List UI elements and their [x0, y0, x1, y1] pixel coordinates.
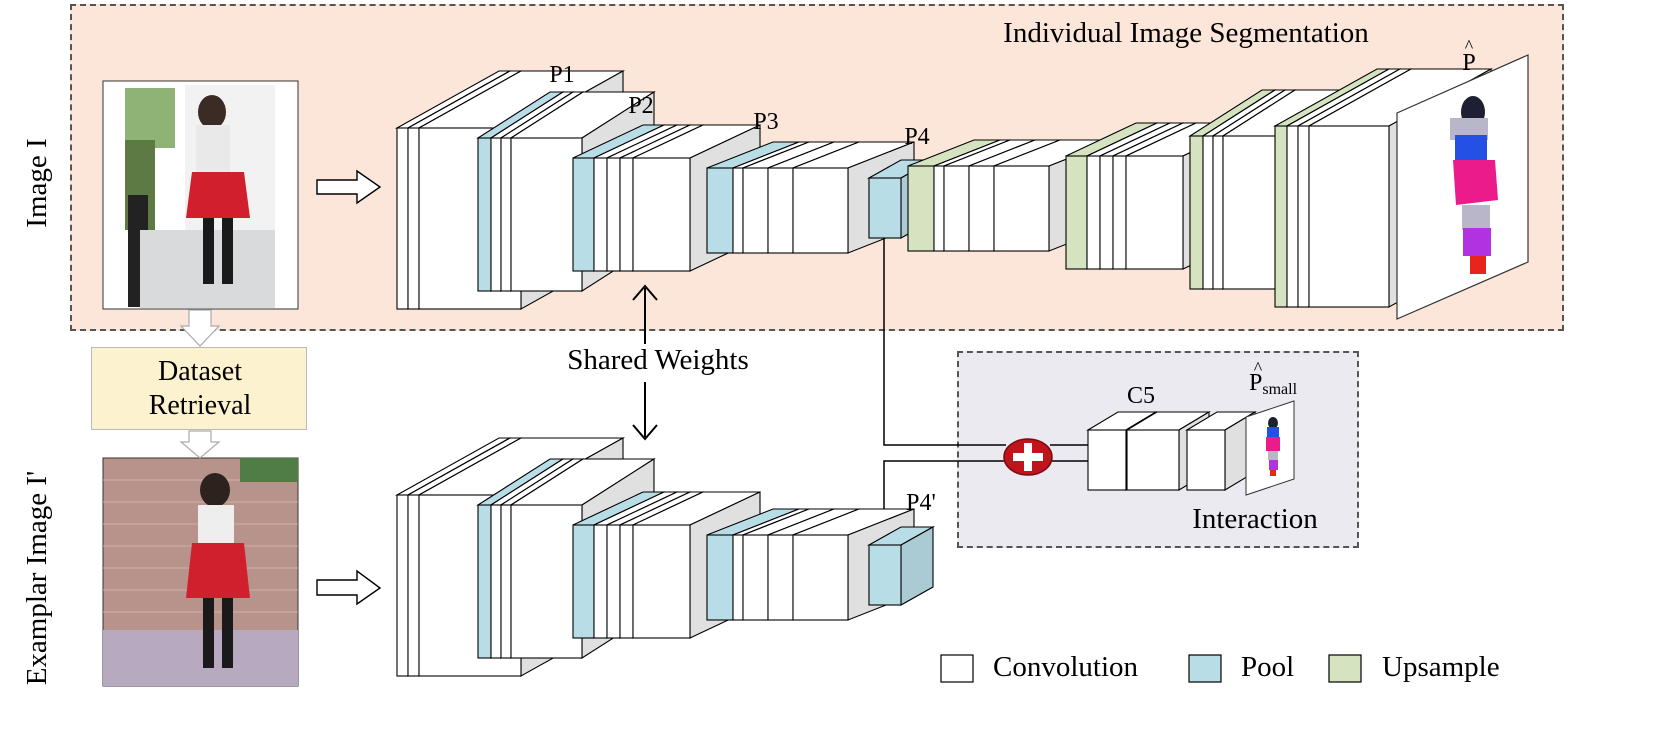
stage-label-p1: P1	[549, 62, 574, 88]
hat-accent: ^	[1254, 358, 1263, 378]
p-hat-label: P	[1462, 50, 1475, 76]
input-image-photo	[102, 80, 299, 310]
legend-swatch-convolution	[940, 654, 974, 683]
legend: Convolution Pool Upsample	[940, 651, 1500, 683]
shared-weights-down-arrow-icon	[632, 382, 658, 441]
stage-label-p2: P2	[628, 93, 653, 119]
p-small-subscript: small	[1262, 381, 1297, 398]
stage-label-c5: C5	[1127, 383, 1155, 409]
plus-circle-icon	[1003, 438, 1053, 476]
legend-swatch-pool	[1188, 654, 1222, 683]
hollow-right-arrow-icon	[316, 169, 382, 205]
panel-title: Individual Image Segmentation	[1003, 17, 1369, 49]
row-label-image: Image I	[21, 138, 53, 227]
legend-label-convolution: Convolution	[993, 651, 1139, 683]
legend-label-upsample: Upsample	[1382, 651, 1500, 683]
shared-weights-up-arrow-icon	[632, 284, 658, 344]
segmentation-output-map	[1396, 54, 1529, 320]
hat-accent: ^	[1465, 36, 1474, 56]
stage-label-p4: P4	[904, 124, 929, 150]
hollow-down-arrow-icon	[179, 430, 221, 459]
legend-swatch-upsample	[1328, 654, 1362, 683]
retrieval-line-2: Retrieval	[148, 390, 252, 421]
p-small-base: P	[1249, 370, 1262, 396]
stage-label-p4-prime: P4'	[906, 490, 936, 516]
shared-weights-label: Shared Weights	[567, 344, 749, 376]
dataset-retrieval-box: Dataset Retrieval	[91, 347, 307, 430]
retrieval-line-1: Dataset	[158, 356, 242, 387]
row-label-exemplar: Examplar Image I'	[21, 471, 53, 686]
p4-connector-line	[883, 238, 1006, 446]
stage-label-p3: P3	[753, 109, 778, 135]
exemplar-image-photo	[102, 457, 299, 687]
p-small-label: Psmall	[1249, 370, 1298, 398]
interaction-title: Interaction	[1192, 503, 1318, 535]
hollow-down-arrow-icon	[179, 309, 221, 347]
p4-prime-pool-slab	[866, 526, 936, 606]
small-segmentation-output-map	[1245, 400, 1295, 496]
legend-label-pool: Pool	[1241, 651, 1294, 683]
c5-conv3-slab	[1185, 411, 1257, 491]
hollow-right-arrow-icon	[316, 569, 382, 606]
